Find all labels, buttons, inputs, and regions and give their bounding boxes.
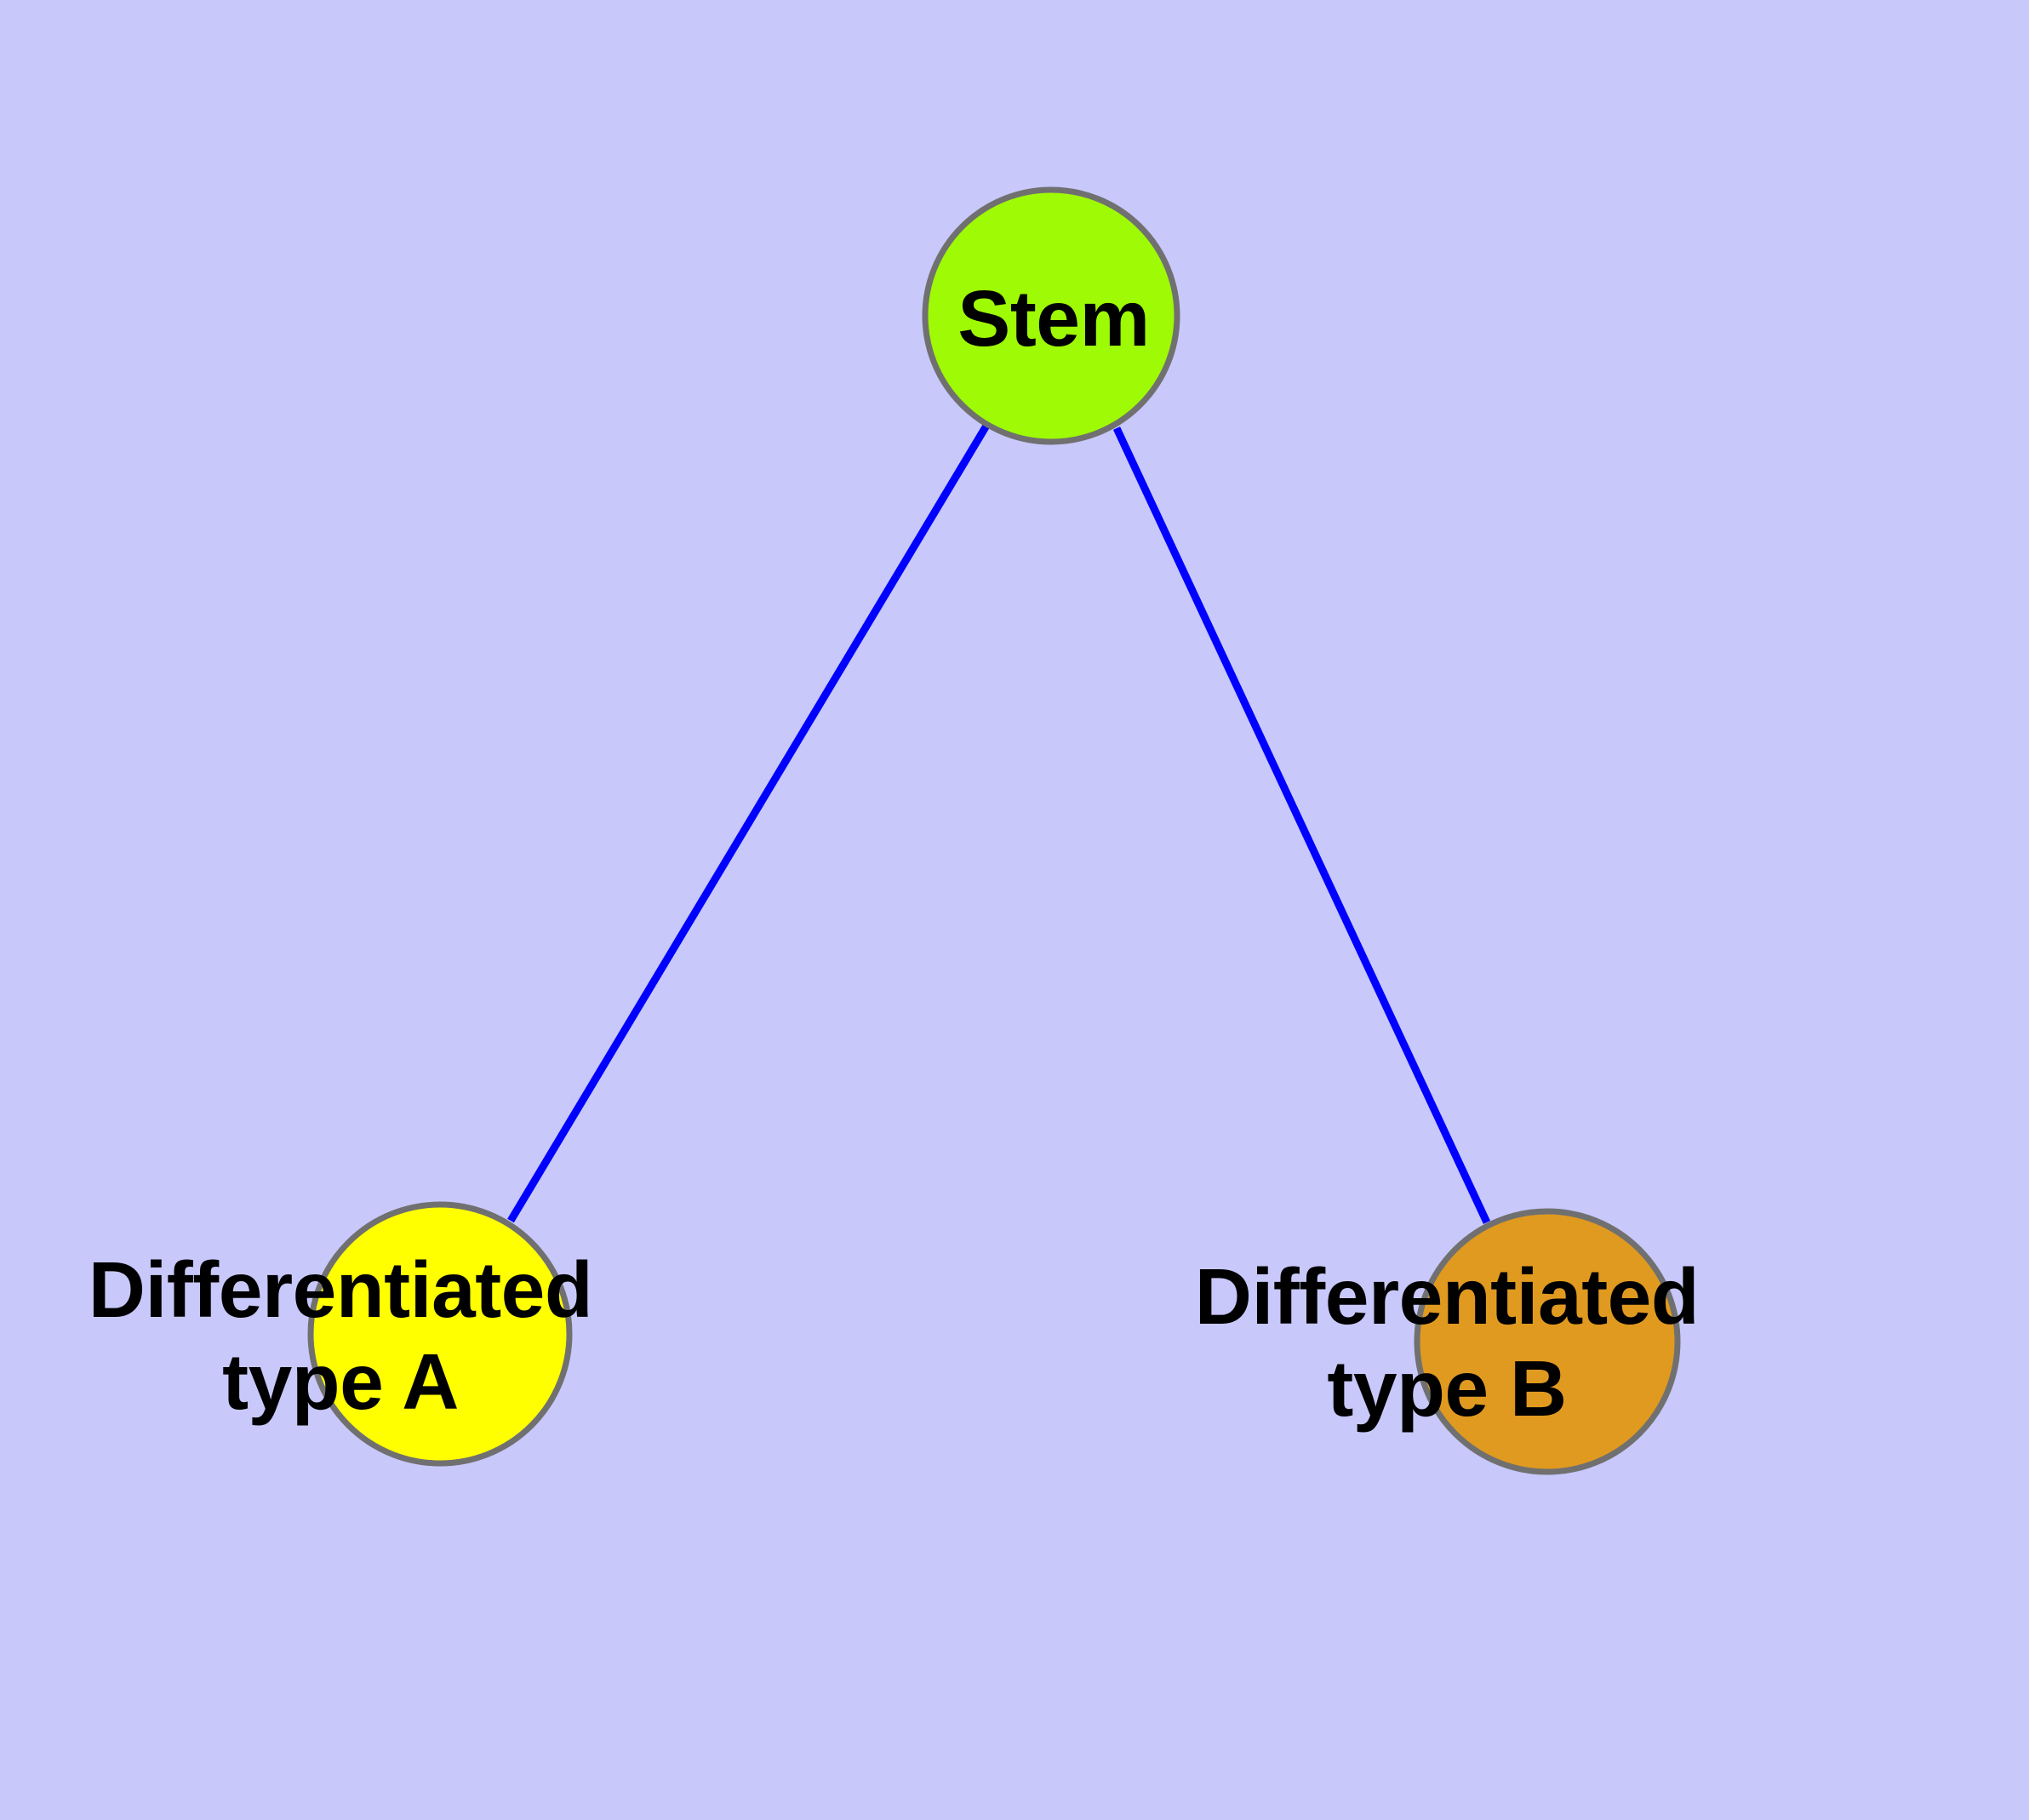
- edge-stem-to-diff-a[interactable]: [507, 423, 990, 1223]
- node-diff-a[interactable]: [307, 1201, 573, 1467]
- node-diff-b[interactable]: [1414, 1208, 1681, 1475]
- nodes-group: [307, 186, 1681, 1475]
- edges-group: [507, 423, 1491, 1224]
- edge-stem-to-diff-b[interactable]: [1112, 426, 1491, 1224]
- node-stem[interactable]: [922, 186, 1180, 445]
